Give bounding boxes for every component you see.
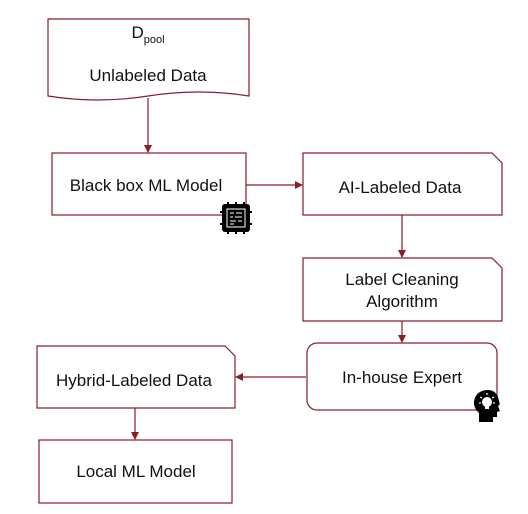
pool-symbol: Dpool <box>131 23 164 46</box>
expert-label: In-house Expert <box>342 368 462 387</box>
expert-rect <box>306 342 498 411</box>
cleaning-label-line1: Label Cleaning <box>345 270 458 289</box>
node-unlabeled-data: Dpool Unlabeled Data <box>47 18 250 101</box>
blackbox-label: Black box ML Model <box>70 176 222 195</box>
pool-label: Unlabeled Data <box>89 66 207 85</box>
node-inhouse-expert: In-house Expert <box>306 342 500 422</box>
ai-labeled-label: AI-Labeled Data <box>339 178 462 197</box>
ai-chip-icon <box>220 202 252 234</box>
node-hybrid-labeled-data: Hybrid-Labeled Data <box>36 345 236 409</box>
ai-labeled-card <box>302 152 503 216</box>
pool-symbol-main: D <box>131 23 143 42</box>
node-blackbox-model: Black box ML Model <box>51 152 252 234</box>
head-lightbulb-icon <box>474 390 500 422</box>
cleaning-card <box>302 257 503 322</box>
local-rect <box>38 439 233 504</box>
pool-symbol-subscript: pool <box>144 34 165 46</box>
hybrid-label: Hybrid-Labeled Data <box>56 371 212 390</box>
local-label: Local ML Model <box>76 462 195 481</box>
document-shape <box>47 18 250 101</box>
node-label-cleaning: Label Cleaning Algorithm <box>302 257 503 322</box>
cleaning-label-line2: Algorithm <box>366 292 438 311</box>
blackbox-rect <box>51 152 247 216</box>
node-local-model: Local ML Model <box>38 439 233 504</box>
hybrid-card <box>36 345 236 409</box>
connectors <box>131 98 406 440</box>
node-ai-labeled-data: AI-Labeled Data <box>302 152 503 216</box>
